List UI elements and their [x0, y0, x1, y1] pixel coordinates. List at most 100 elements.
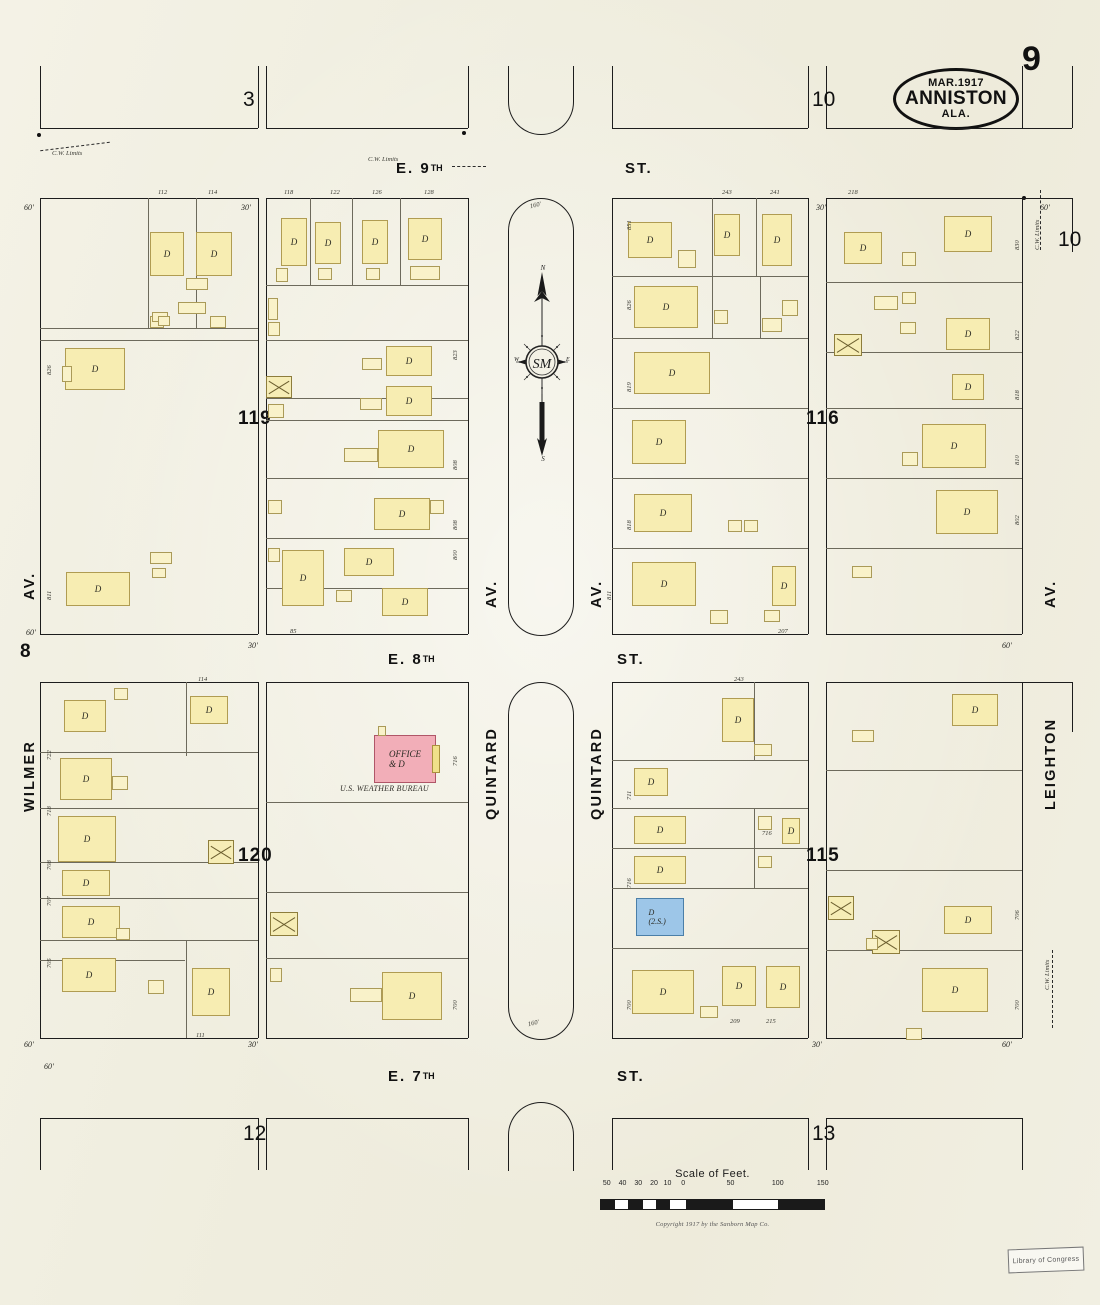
building-dwelling: D: [60, 758, 112, 800]
building-code: D: [773, 235, 781, 245]
block-boundary: [266, 682, 468, 683]
title-cartouche: MAR.1917 ANNISTON ALA.: [893, 68, 1019, 130]
building-outbuilding: [210, 316, 226, 328]
street-number: 811: [46, 590, 53, 600]
building-dwelling: D: [722, 698, 754, 742]
lot-line: [266, 958, 468, 959]
house-number: 118: [284, 189, 294, 196]
building-dwelling: D: [632, 420, 686, 464]
lot-line: [612, 808, 808, 809]
building-dwelling: D: [634, 494, 692, 532]
block-boundary: [468, 682, 469, 1038]
lot-line: [826, 478, 1022, 479]
neatline-seg: [1022, 682, 1072, 683]
street-number: 700: [1014, 1000, 1021, 1010]
lot-line: [612, 760, 808, 761]
building-outbuilding: [782, 300, 798, 316]
lot-note: 85: [290, 628, 297, 635]
building-dwelling: D: [408, 218, 442, 260]
block-boundary: [258, 198, 259, 634]
building-code: D: [662, 302, 670, 312]
neatline-seg: [40, 66, 41, 128]
city-limits-note-2: C.W. Limits: [368, 156, 399, 163]
street-number: 700: [452, 1000, 459, 1010]
building-dwelling: D: [766, 966, 800, 1008]
scale-tick: 20: [650, 1180, 658, 1187]
building-outbuilding: [852, 730, 874, 742]
building-outbuilding: [268, 500, 282, 514]
scale-seg: [732, 1200, 779, 1209]
neatline-seg: [808, 1118, 809, 1170]
building-outbuilding: [150, 552, 172, 564]
block-boundary: [266, 198, 267, 634]
lot-line: [712, 198, 713, 276]
building-code: D: [779, 982, 787, 992]
building-code: D: [660, 579, 668, 589]
block-number-119: 119: [238, 408, 272, 429]
street-label-e9th: E. 9TH: [396, 160, 443, 177]
dimension-label: 60': [26, 628, 36, 637]
building-code: D: [81, 711, 89, 721]
scale-tick: 50: [602, 1180, 611, 1187]
lot-line: [760, 276, 761, 338]
lot-line: [40, 862, 258, 863]
building-dwelling: D: [62, 958, 116, 992]
building-outbuilding: [902, 452, 918, 466]
building-outbuilding: [366, 268, 380, 280]
building-code: D: [787, 826, 795, 836]
sheet-number-12: 12: [243, 1122, 267, 1145]
scale-bar-graphic: [600, 1199, 825, 1210]
library-of-congress-stamp: Library of Congress: [1007, 1246, 1085, 1274]
building-dwelling: D: [362, 220, 388, 264]
house-number: 126: [372, 189, 382, 196]
scale-bar: Scale of Feet. 50 40 30 20 10 0 50 100 1…: [600, 1168, 829, 1228]
building-dwelling: D: [634, 768, 668, 796]
block-boundary: [826, 198, 827, 634]
neatline-seg: [1072, 682, 1073, 732]
building-outbuilding: [710, 610, 728, 624]
building-outbuilding: [852, 566, 872, 578]
scale-tick: 40: [618, 1180, 627, 1187]
building-outbuilding: [758, 816, 772, 830]
building-code: D: [401, 597, 409, 607]
building-outbuilding: [178, 302, 206, 314]
building-dwelling: D: [150, 232, 184, 276]
street-number: 722: [46, 750, 53, 760]
building-label-weather-bureau: U.S. WEATHER BUREAU: [340, 784, 429, 793]
lot-line: [186, 940, 187, 1038]
street-label-e9th-sup: TH: [430, 163, 443, 173]
street-label-e8th-st: ST.: [617, 651, 645, 668]
block-boundary: [266, 198, 468, 199]
building-interior-label: OFFICE & D: [389, 749, 421, 769]
svg-text:S: S: [541, 455, 545, 462]
building-outbuilding: [268, 322, 280, 336]
dimension-label: 60': [24, 1040, 34, 1049]
block-boundary: [258, 682, 259, 1038]
block-boundary: [40, 634, 258, 635]
block-boundary: [826, 682, 1022, 683]
block-boundary: [612, 198, 808, 199]
cartouche-date: MAR.1917: [928, 77, 984, 90]
house-number: 114: [198, 676, 208, 683]
dimension-label: 60': [1002, 1040, 1012, 1049]
building-code: D: [87, 917, 95, 927]
street-number: 716: [452, 756, 459, 766]
scale-seg: [642, 1200, 657, 1209]
building-dwelling: D: [944, 216, 992, 252]
building-dwelling: D: [382, 972, 442, 1020]
sheet-number-10-top: 10: [812, 88, 836, 111]
building-code: D: [324, 238, 332, 248]
lot-line: [826, 950, 1022, 951]
block-boundary: [612, 682, 808, 683]
neatline-seg: [1072, 198, 1073, 252]
building-code: D: [735, 981, 743, 991]
building-code: D: [659, 987, 667, 997]
street-number: 808: [452, 460, 459, 470]
neatline-seg: [612, 1118, 808, 1119]
building-annex: [432, 745, 440, 773]
building-code: D: [950, 441, 958, 451]
block-boundary: [808, 198, 809, 634]
lot-line: [754, 682, 755, 760]
house-number: 128: [424, 189, 434, 196]
lot-line: [40, 940, 258, 941]
